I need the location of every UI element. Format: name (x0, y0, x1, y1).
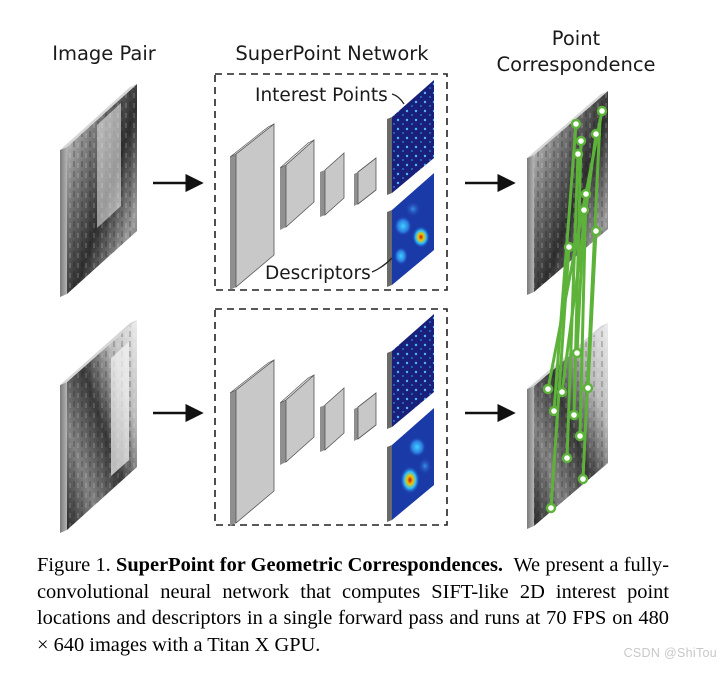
interest-point-heatmap-top (387, 80, 434, 195)
figure-caption: Figure 1. SuperPoint for Geometric Corre… (37, 552, 669, 658)
descriptors-leader (371, 257, 393, 273)
descriptors-label: Descriptors (265, 263, 371, 284)
match-lines (546, 109, 604, 510)
interest-points-label: Interest Points (255, 85, 388, 106)
correspondence-title-line1: Point (552, 27, 601, 50)
caption-title: SuperPoint for Geometric Correspondences… (116, 554, 503, 576)
encoder-layers-bottom (229, 359, 377, 526)
network-box-top (214, 73, 448, 291)
interest-points-leader (391, 93, 405, 105)
descriptor-heatmap-bottom (387, 408, 434, 522)
descriptor-heatmap-top (387, 173, 434, 287)
correspondence-title-line2: Correspondence (496, 53, 655, 76)
superpoint-figure: Image Pair SuperPoint Network Point Corr… (52, 27, 656, 533)
figure-number: Figure 1. (37, 554, 111, 576)
caption-body: We present a fully-convolutional neural … (37, 554, 669, 656)
input-image-bottom (60, 320, 137, 533)
watermark: CSDN @ShiTou (623, 646, 717, 660)
network-title: SuperPoint Network (235, 42, 429, 65)
match-points (542, 105, 608, 514)
input-image-top (60, 84, 137, 297)
interest-point-heatmap-bottom (387, 314, 434, 429)
image-pair-title: Image Pair (52, 42, 157, 65)
network-box-bottom (214, 308, 448, 526)
encoder-layers-top (229, 123, 377, 290)
